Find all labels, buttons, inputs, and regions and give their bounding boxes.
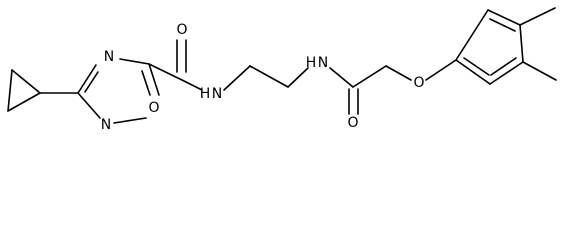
bond-layer	[7, 7, 557, 124]
bond-n2-c3	[77, 92, 101, 119]
bond-cyclopropyl-2	[11, 69, 41, 94]
bond-ar-5	[455, 59, 491, 85]
bond-oether-aryl	[425, 59, 457, 81]
bond-c5-camide	[148, 63, 183, 81]
bond-ar-4-inner	[490, 57, 517, 76]
bond-o1-n2	[113, 117, 147, 124]
atom-n-ring-top: N	[104, 49, 114, 65]
bond-ar-4	[489, 61, 524, 85]
atom-nh-amide-2-n: N	[318, 55, 328, 71]
structure-diagram: N N O O H N H N O O	[7, 7, 557, 133]
bond-ch2a-ch2b	[249, 65, 289, 88]
atom-nh-amide-1-h: H	[200, 86, 211, 102]
bond-camide-n	[181, 79, 203, 91]
bond-camide2-ch2	[352, 65, 387, 88]
atom-o-carbonyl-2: O	[347, 115, 358, 131]
bond-n-ch2a	[223, 65, 251, 91]
bond-ch2b-n	[287, 67, 309, 88]
atom-o-ether: O	[413, 75, 424, 91]
atom-o-carbonyl-1: O	[176, 22, 187, 38]
bond-ar-2	[487, 9, 521, 26]
bond-c5-o1	[148, 63, 160, 96]
bond-methyl-1	[519, 7, 556, 26]
atom-label-layer: N N O O H N H N O O	[101, 22, 425, 133]
bond-c5-o1-inner	[141, 70, 151, 96]
bond-cyclopropyl-1	[7, 69, 13, 112]
atom-n-ring-bottom: N	[101, 117, 111, 133]
bond-n-camide2	[329, 67, 354, 88]
atom-nh-amide-2-h: H	[306, 55, 317, 71]
atom-nh-amide-1-n: N	[212, 86, 222, 102]
bond-c3-n4-inner	[84, 71, 99, 93]
bond-ar-2-inner	[489, 18, 516, 32]
bond-n4-c5	[119, 58, 150, 65]
bond-c3-n4	[77, 64, 97, 94]
bond-ar-3	[519, 24, 524, 63]
bond-methyl-2	[522, 61, 557, 81]
bond-ch2-oether	[385, 65, 412, 81]
bond-ar-1	[455, 9, 489, 61]
bond-ar-5-inner	[463, 57, 490, 76]
bond-cyclopropyl-3	[7, 92, 41, 112]
atom-o-ring: O	[148, 100, 159, 116]
